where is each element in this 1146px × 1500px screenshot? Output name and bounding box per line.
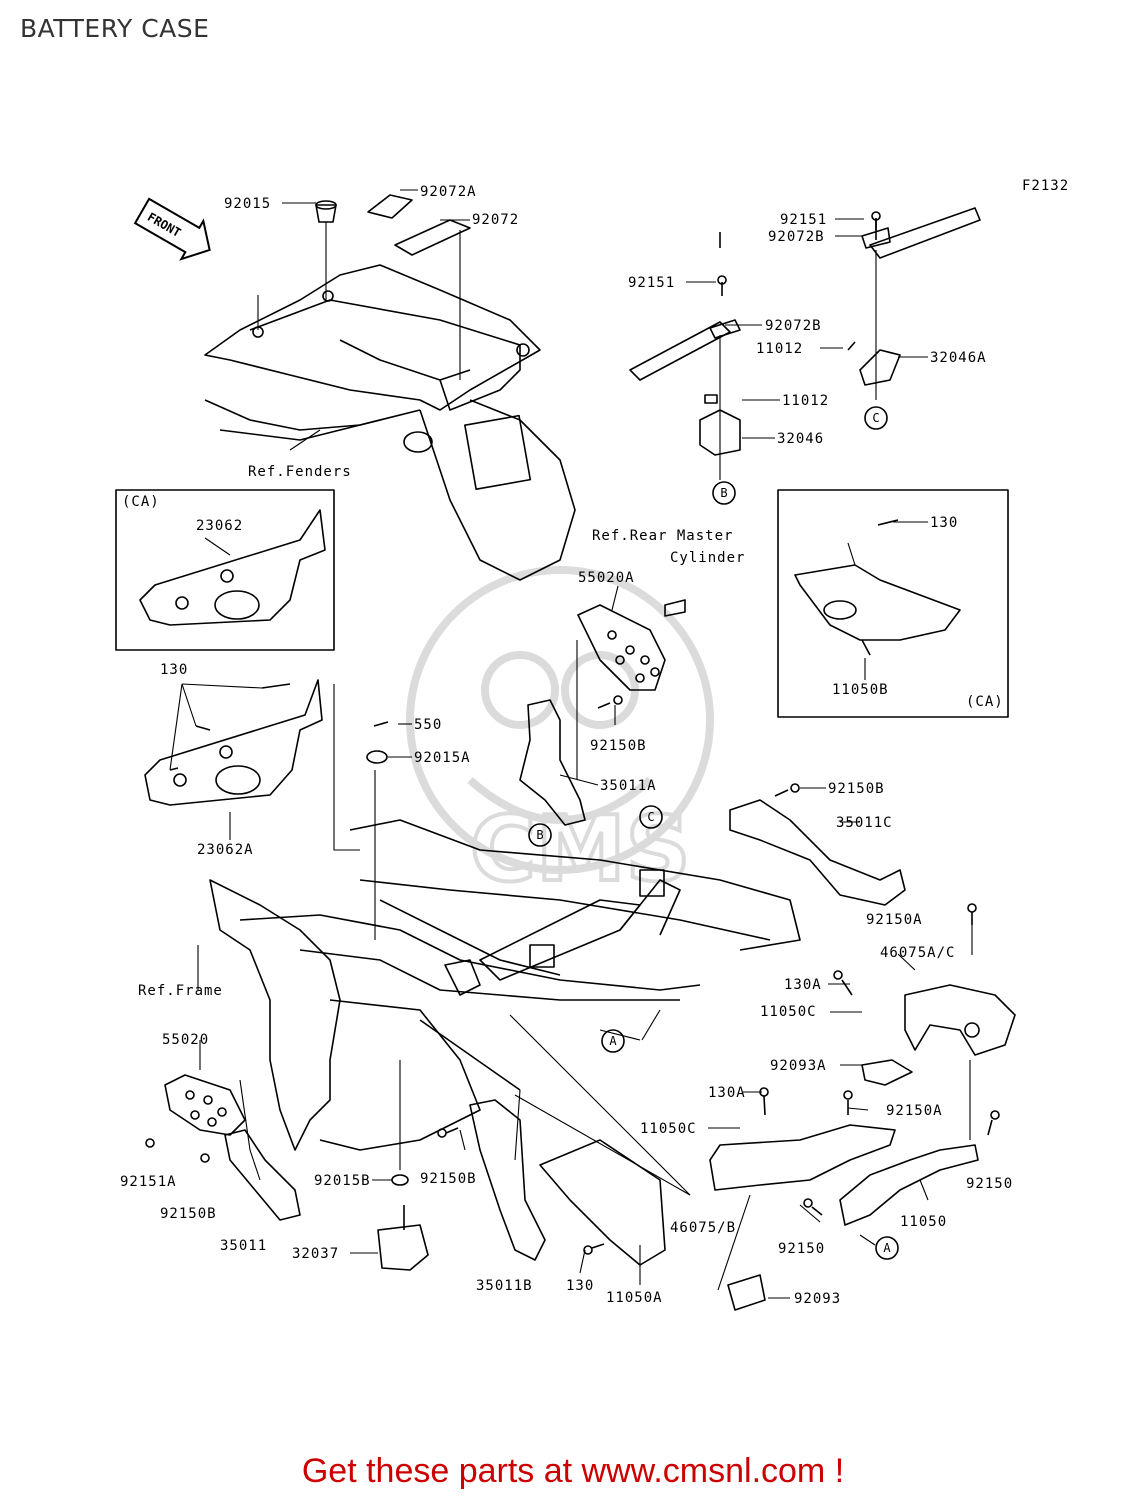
label-130-inset: 130 [930,515,958,531]
label-11012-mid: 11012 [782,393,829,409]
label-cylinder: Cylinder [670,550,745,566]
frame-assembly [209,819,801,1151]
label-32046: 32046 [777,431,824,447]
label-11050: 11050 [900,1214,947,1230]
label-92072a: 92072A [420,184,477,200]
label-55020: 55020 [162,1032,209,1048]
part-35011c-bracket [729,799,906,906]
part-35011b-bracket [469,1099,546,1261]
label-11050c-bot: 11050C [640,1121,697,1137]
label-92151-top: 92151 [780,212,827,228]
label-ref-fenders: Ref.Fenders [248,464,352,480]
label-23062: 23062 [196,518,243,534]
part-23062-bracket [139,509,326,626]
part-92072-pad [394,219,471,256]
inset-ca-right [777,489,1009,718]
parts-diagram: CMS F2132 FRONT [115,178,1069,1311]
label-11050a: 11050A [606,1290,663,1306]
label-130a-bot: 130A [708,1085,746,1101]
label-130-left: 130 [160,662,188,678]
part-46075ac-guard [904,984,1016,1056]
callout-markers [528,406,899,1260]
callout-a-mid [601,1029,625,1053]
part-23062a-bracket [144,679,323,806]
callout-b-mid-text: B [536,828,543,842]
label-35011: 35011 [220,1238,267,1254]
callout-b-top [712,481,736,505]
callout-b-top-text: B [720,486,727,500]
callout-c-mid [639,805,663,829]
label-23062a: 23062A [197,842,254,858]
part-55020-plate [164,1074,246,1136]
label-92072: 92072 [472,212,519,228]
label-35011c: 35011C [836,815,893,831]
label-92151a: 92151A [120,1174,177,1190]
callout-a-bot-text: A [883,1241,891,1255]
label-92093a: 92093A [770,1058,827,1074]
part-labels: 92015 92072A 92072 Ref.Fenders 92151 920… [120,184,1013,1307]
label-92150b-right: 92150B [828,781,885,797]
label-92015a: 92015A [414,750,471,766]
footer-link[interactable]: Get these parts at www.cmsnl.com ! [301,1452,845,1490]
part-35011-bracket [224,1129,301,1221]
battery-case-fender [204,264,576,581]
label-92072b-top: 92072B [768,229,825,245]
label-550: 550 [414,717,442,733]
label-92150b-bot: 92150B [420,1171,477,1187]
label-92150b-mid: 92150B [590,738,647,754]
label-92015: 92015 [224,196,271,212]
watermark-text: CMS [470,797,690,902]
page-title: BATTERY CASE [20,14,210,43]
label-35011b: 35011B [476,1278,533,1294]
callout-b-mid [528,823,552,847]
label-32037: 32037 [292,1246,339,1262]
part-55020a-plate [577,599,686,691]
part-11050-bracket [839,1144,979,1226]
label-46075b: 46075/B [670,1220,736,1236]
front-arrow-icon: FRONT [133,197,211,261]
part-92015-collar [315,200,337,223]
part-92093a-rubber [861,1059,913,1086]
label-130-bot: 130 [566,1278,594,1294]
label-92072b-mid: 92072B [765,318,822,334]
part-92093-rubber [727,1274,766,1311]
label-92150a-bot: 92150A [886,1103,943,1119]
battery-strap-c [629,232,741,456]
callout-a-bot [875,1236,899,1260]
label-ref-rear-master: Ref.Rear Master [592,528,733,544]
label-92150-bot: 92150 [778,1241,825,1257]
label-11050c-top: 11050C [760,1004,817,1020]
leader-lines [169,189,973,1299]
label-46075ac: 46075A/C [880,945,955,961]
label-55020a: 55020A [578,570,635,586]
part-35011a-bracket [519,699,586,826]
label-11012-top: 11012 [756,341,803,357]
label-92150a-top: 92150A [866,912,923,928]
part-92072a-pad [367,194,413,219]
label-92150-right: 92150 [966,1176,1013,1192]
label-32046a: 32046A [930,350,987,366]
part-11050b-bracket [794,519,961,656]
label-92150b-left: 92150B [160,1206,217,1222]
label-92093: 92093 [794,1291,841,1307]
label-92151-mid: 92151 [628,275,675,291]
label-ca-right: (CA) [966,694,1004,710]
inset-ca-left [115,489,335,651]
label-ref-frame: Ref.Frame [138,983,223,999]
label-35011a: 35011A [600,778,657,794]
part-32037-mount [377,1224,429,1271]
part-11050a-plate [539,1139,666,1266]
callout-c-mid-text: C [647,810,654,824]
part-46075b-guard [709,1124,896,1191]
label-ca-left: (CA) [122,494,160,510]
label-130a-top: 130A [784,977,822,993]
callout-a-mid-text: A [609,1034,617,1048]
label-11050b: 11050B [832,682,889,698]
fasteners [145,211,1000,1255]
figure-code: F2132 [1022,178,1069,194]
label-92015b: 92015B [314,1173,371,1189]
callout-c-top [864,406,888,430]
callout-c-top-text: C [872,411,879,425]
